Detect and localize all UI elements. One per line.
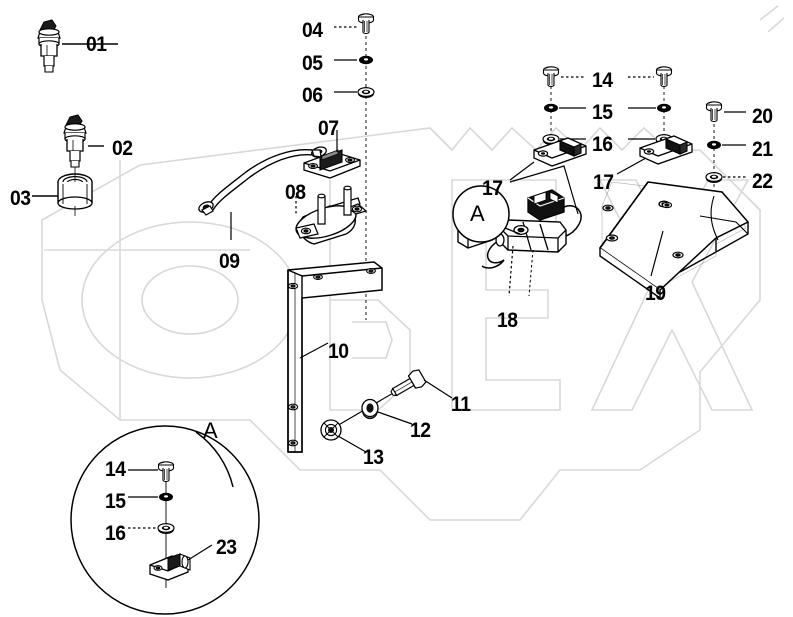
callout-11: 11 [451, 393, 471, 416]
callout-05: 05 [302, 52, 323, 75]
callout-17b: 17 [593, 171, 614, 194]
callout-10: 10 [328, 340, 349, 363]
part-22-washer [705, 172, 723, 184]
callout-06: 06 [302, 84, 323, 107]
leader-19 [650, 230, 664, 277]
part-23-cable-clamp [149, 553, 191, 581]
callout-08: 08 [285, 181, 306, 204]
leader-10 [299, 342, 329, 359]
part-17-clamp-right [639, 135, 693, 165]
part-05-nut [359, 55, 373, 65]
callout-04: 04 [302, 19, 323, 42]
detail-a-main-circle [452, 185, 510, 243]
callout-14d: 14 [105, 458, 126, 481]
callout-23: 23 [216, 536, 237, 559]
callout-22: 22 [752, 170, 773, 193]
detail-a-inset-arc [195, 431, 234, 488]
callout-15d: 15 [105, 490, 126, 513]
part-06-washer [357, 86, 375, 99]
leader-23 [187, 544, 213, 561]
callout-09: 09 [219, 250, 240, 273]
part-13-hex-nut [320, 419, 342, 441]
part-14-bolt-right [655, 66, 673, 88]
callout-02: 02 [112, 137, 133, 160]
part-14-bolt-left [542, 66, 560, 88]
leader-17a [509, 161, 535, 181]
part-09-ground-strap [198, 146, 327, 216]
part-21-nut [707, 140, 721, 150]
callout-15: 15 [592, 101, 613, 124]
callout-03: 03 [10, 187, 31, 210]
leader-17b [616, 157, 647, 175]
detail-a-inset-circle [70, 425, 260, 615]
leader-18b [528, 249, 534, 297]
callout-12: 12 [410, 419, 431, 442]
part-02-pressure-sender [63, 114, 87, 168]
callout-14: 14 [592, 69, 613, 92]
callout-17a: 17 [482, 177, 503, 200]
part-16-washer-inset [157, 522, 175, 535]
part-01-temperature-sender [37, 19, 61, 73]
callout-07: 07 [318, 117, 339, 140]
leader-17a-ext [509, 165, 579, 215]
leader-18 [508, 245, 514, 297]
part-04-bolt [357, 13, 375, 35]
detail-a-inset-letter: A [203, 418, 218, 443]
leader-13 [337, 435, 367, 453]
callout-16d: 16 [105, 522, 126, 545]
part-17-clamp-left [533, 137, 587, 167]
callout-20: 20 [752, 105, 773, 128]
part-15-nut-right [657, 103, 671, 113]
leader-12 [377, 411, 413, 425]
detail-a-main-leader [504, 227, 521, 235]
callout-16: 16 [592, 133, 613, 156]
callout-18: 18 [497, 309, 518, 332]
callout-01: 01 [86, 33, 107, 56]
part-12-spring-washer [361, 398, 379, 420]
part-20-bolt [705, 101, 723, 123]
part-15-nut-inset [159, 492, 173, 502]
part-19-mounting-plate [598, 181, 750, 300]
leader-11 [423, 379, 453, 399]
part-07-relay-clip [303, 149, 361, 179]
callout-19: 19 [645, 282, 666, 305]
detail-a-main-letter: A [470, 201, 485, 226]
callout-13: 13 [363, 446, 384, 469]
part-08-solenoid [295, 185, 368, 245]
part-15-nut-left [544, 103, 558, 113]
part-11-hex-bolt [390, 369, 427, 397]
part-14-bolt-inset [157, 461, 175, 483]
part-03-hex-adapter [57, 167, 93, 216]
callout-21: 21 [752, 138, 773, 161]
part-10-l-bracket [287, 261, 383, 453]
